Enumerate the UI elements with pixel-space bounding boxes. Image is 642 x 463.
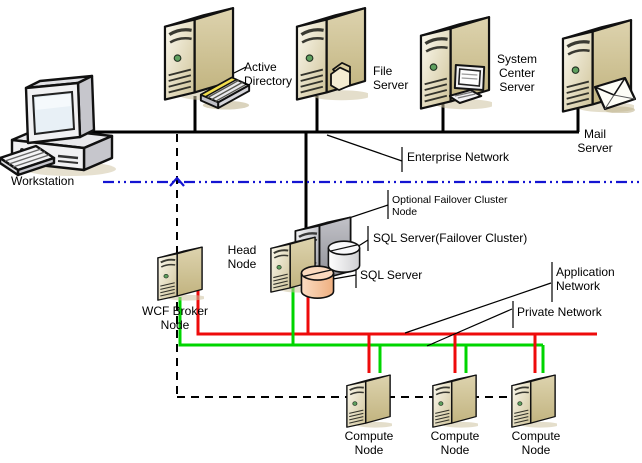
wcf-broker-node-label: WCF Broker Node: [142, 304, 208, 332]
mail-server-label: Mail Server: [577, 127, 613, 155]
sql-server-label: SQL Server: [360, 268, 423, 282]
folder-icon: [330, 61, 351, 91]
enterprise-network-line: [88, 96, 580, 228]
application-network-line-overlay: [367, 340, 537, 373]
system-center-server-label: System Center Server: [496, 52, 537, 94]
active-directory-label: Active Directory: [244, 60, 293, 88]
workstation-icon: [0, 74, 118, 178]
sql-server-failover-cluster-label: SQL Server(Failover Cluster): [373, 231, 528, 245]
up-arrow-icon: [169, 176, 185, 187]
application-network-line: [196, 283, 597, 373]
compute-node-server-icon: [510, 374, 557, 428]
private-network-line: [178, 286, 545, 373]
compute-node-label: Compute Node: [344, 429, 394, 457]
network-boundary-line: [103, 176, 642, 187]
compute-node-server-icon: [345, 374, 392, 428]
optional-failover-cluster-node-label: Optional Failover Cluster Node: [392, 194, 508, 218]
mini-pc-icon: [449, 64, 486, 104]
compute-node-server-icon: [431, 374, 478, 428]
workstation-label: Workstation: [11, 174, 75, 188]
enterprise-network-label: Enterprise Network: [407, 150, 510, 164]
application-network-label: Application Network: [556, 265, 615, 293]
compute-node-label: Compute Node: [430, 429, 480, 457]
sql-database-icon: [300, 265, 335, 299]
compute-node-label: Compute Node: [511, 429, 561, 457]
head-node-label: Head Node: [227, 243, 257, 271]
private-network-label: Private Network: [517, 305, 602, 319]
file-server-label: File Server: [373, 64, 409, 92]
wcf-broker-node-server-icon: [156, 246, 204, 301]
envelope-icon: [594, 77, 636, 113]
callout-lines: [231, 66, 553, 347]
